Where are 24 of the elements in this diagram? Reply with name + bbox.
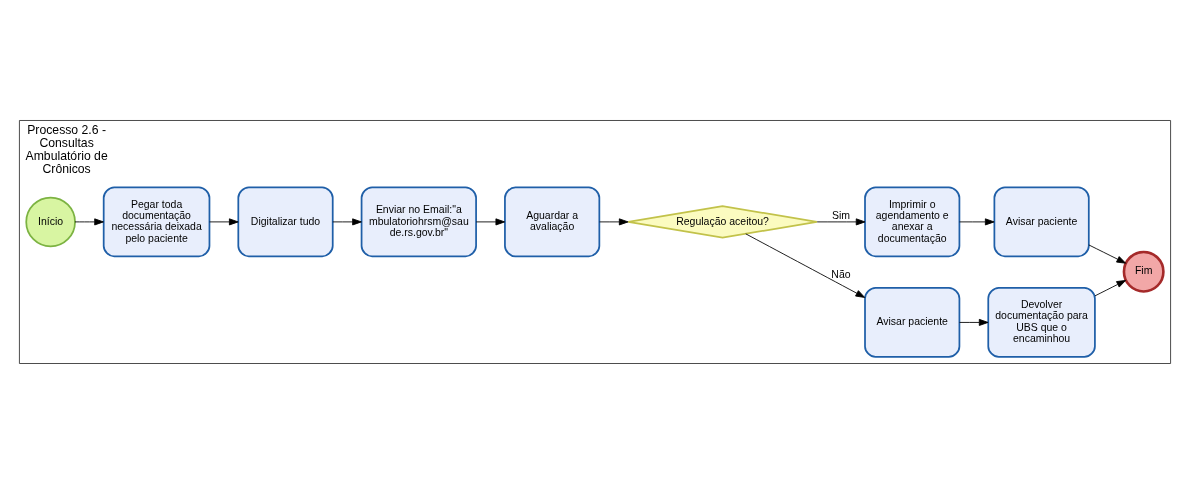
edge-label: Não [831, 269, 851, 281]
arrow [816, 218, 866, 226]
arrow [745, 233, 866, 298]
node-diamond: Regulação aceitou? [627, 205, 818, 239]
node-box: Pegar toda documentação necessária deixada pelo paciente [102, 186, 211, 258]
arrow [1094, 279, 1127, 297]
arrow [74, 218, 104, 226]
arrow [475, 218, 506, 226]
node-circle: Início [25, 196, 76, 248]
node-box: Avisar paciente [993, 186, 1090, 258]
node-box: Enviar no Email:"ambulatoriohrsm@saude.rs.gov.br" [360, 186, 477, 258]
node-circle: Fim [1122, 250, 1165, 293]
arrow [959, 318, 989, 326]
node-box: Aguardar a avaliação [504, 186, 601, 258]
edge-label: Sim [831, 209, 850, 221]
arrow [1088, 244, 1127, 264]
arrow [599, 218, 629, 226]
node-box: Avisar paciente [864, 287, 961, 358]
arrow [209, 218, 239, 226]
node-box: Imprimir o agendamento e anexar a documentação [864, 186, 961, 258]
node-box: Devolver documentação para UBS que o encaminhou [987, 287, 1096, 358]
arrow [332, 218, 362, 226]
node-box: Digitalizar tudo [237, 186, 334, 258]
arrow [959, 218, 995, 226]
